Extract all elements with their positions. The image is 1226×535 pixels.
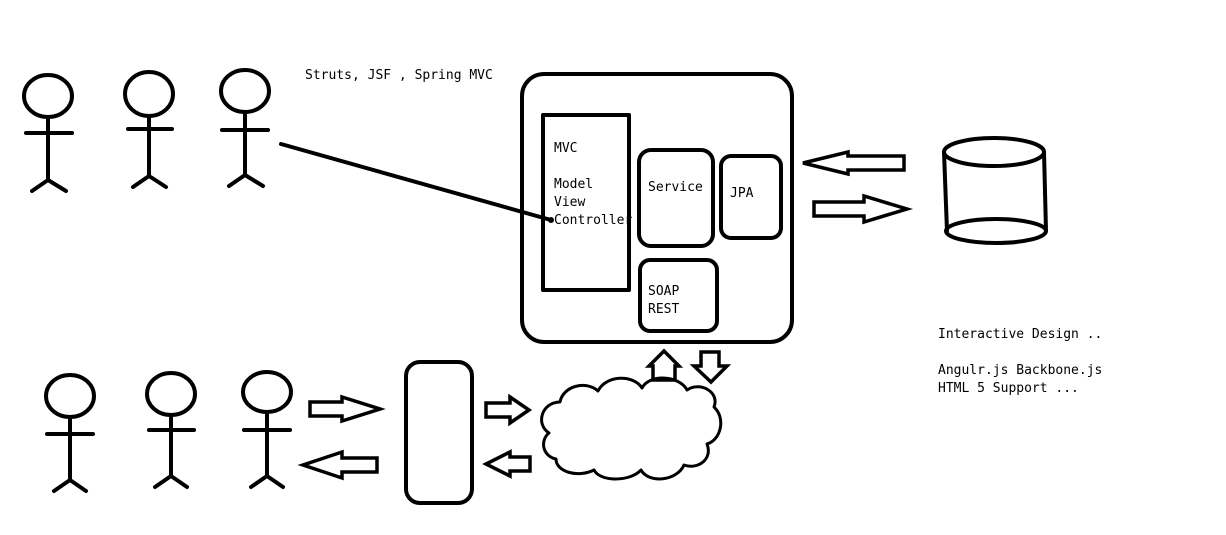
- mvc-controller-label: Controller: [554, 213, 632, 228]
- user-figure-1: [22, 73, 74, 193]
- database-icon: [942, 136, 1048, 245]
- soap-label: SOAP: [648, 284, 679, 299]
- user-figure-6: [241, 370, 293, 489]
- cloud-to-client-arrow: [482, 449, 532, 479]
- jpa-box: [719, 154, 783, 240]
- db-to-app-arrow: [802, 149, 906, 177]
- rest-label: REST: [648, 302, 679, 317]
- mvc-title: MVC: [554, 141, 577, 156]
- mvc-box: [541, 113, 631, 292]
- interactive-design-label: Interactive Design ..: [938, 327, 1102, 342]
- frameworks-label: Struts, JSF , Spring MVC: [305, 68, 493, 83]
- service-label: Service: [648, 180, 703, 195]
- jpa-label: JPA: [730, 186, 754, 201]
- mvc-view-label: View: [554, 195, 585, 210]
- service-box: [637, 148, 715, 248]
- soap-rest-box: [638, 258, 719, 333]
- app-to-cloud-arrow: [689, 350, 732, 385]
- mvc-model-label: Model: [554, 177, 593, 192]
- cloud-to-app-arrow: [644, 348, 684, 382]
- user-figure-5: [145, 371, 197, 489]
- client-to-users-arrow: [297, 449, 379, 481]
- user-figure-3: [219, 68, 271, 188]
- app-to-db-arrow: [812, 193, 914, 225]
- html5-support-label: HTML 5 Support ...: [938, 381, 1079, 396]
- client-to-cloud-arrow: [484, 393, 533, 427]
- connector-endpoint: [548, 217, 554, 223]
- js-frameworks-label: Angulr.js Backbone.js: [938, 363, 1102, 378]
- user-figure-2: [123, 70, 175, 189]
- app-server-container: [520, 72, 794, 344]
- client-device-box: [404, 360, 474, 505]
- users-to-client-arrow: [308, 394, 386, 424]
- cloud-icon: [540, 376, 723, 481]
- user-to-controller-connector: [279, 142, 553, 222]
- user-figure-4: [44, 373, 96, 493]
